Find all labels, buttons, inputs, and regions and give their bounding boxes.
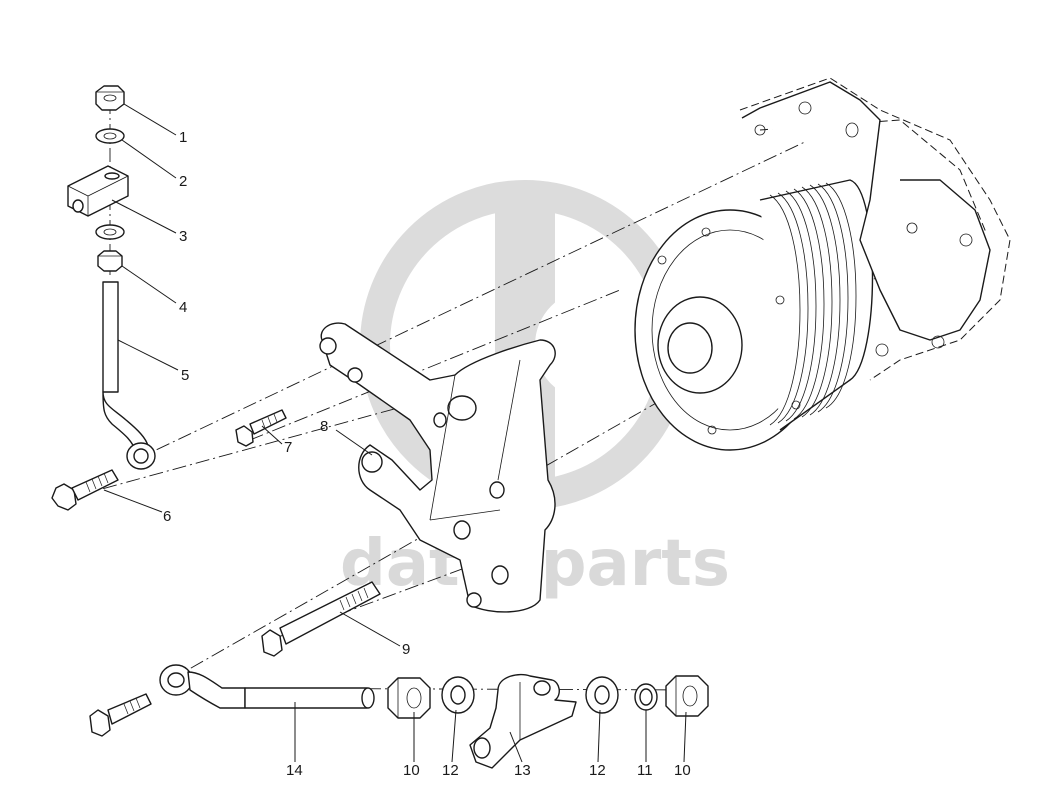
callout-11: 11 (637, 762, 653, 779)
part-8-bracket (319, 322, 556, 613)
part-14-rod (159, 664, 375, 709)
callout-14: 14 (286, 762, 303, 779)
part-12-washer-left (441, 676, 475, 714)
callout-1: 1 (179, 129, 187, 146)
part-10-nut-right (665, 675, 709, 717)
callout-3: 3 (179, 228, 187, 245)
part-7-bolt (235, 409, 287, 447)
callout-8: 8 (320, 418, 328, 435)
callout-2: 2 (179, 173, 187, 190)
part-2-washer (95, 128, 125, 144)
pulley-grooves (769, 182, 857, 426)
callout-7: 7 (284, 439, 292, 456)
callout-9: 9 (402, 641, 410, 658)
main-unit-housing (634, 77, 1011, 451)
callout-12-left: 12 (442, 762, 459, 779)
part-9-long-bolt (261, 581, 381, 657)
part-2b-washer (95, 224, 125, 240)
part-13-clamp (469, 673, 577, 769)
callout-13: 13 (514, 762, 531, 779)
callout-6: 6 (163, 508, 171, 525)
callout-4: 4 (179, 299, 187, 316)
part-11-lock-ring (634, 683, 658, 711)
part-bolt-lower (89, 693, 152, 737)
part-5-threaded-rod (102, 281, 156, 470)
part-12-washer-right (585, 676, 619, 714)
callout-10-right: 10 (674, 762, 691, 779)
part-3-block (67, 165, 129, 217)
part-6-flange-bolt (51, 469, 119, 511)
callout-12-right: 12 (589, 762, 606, 779)
callout-10-left: 10 (403, 762, 420, 779)
part-1-hex-nut (95, 85, 125, 111)
part-4-nut (97, 250, 123, 272)
callout-5: 5 (181, 367, 189, 384)
leader-lines (103, 103, 687, 763)
callout-numbers: 1 2 3 4 5 6 7 8 9 14 10 12 13 12 11 10 (163, 129, 691, 779)
part-10-nut-left (387, 677, 431, 719)
